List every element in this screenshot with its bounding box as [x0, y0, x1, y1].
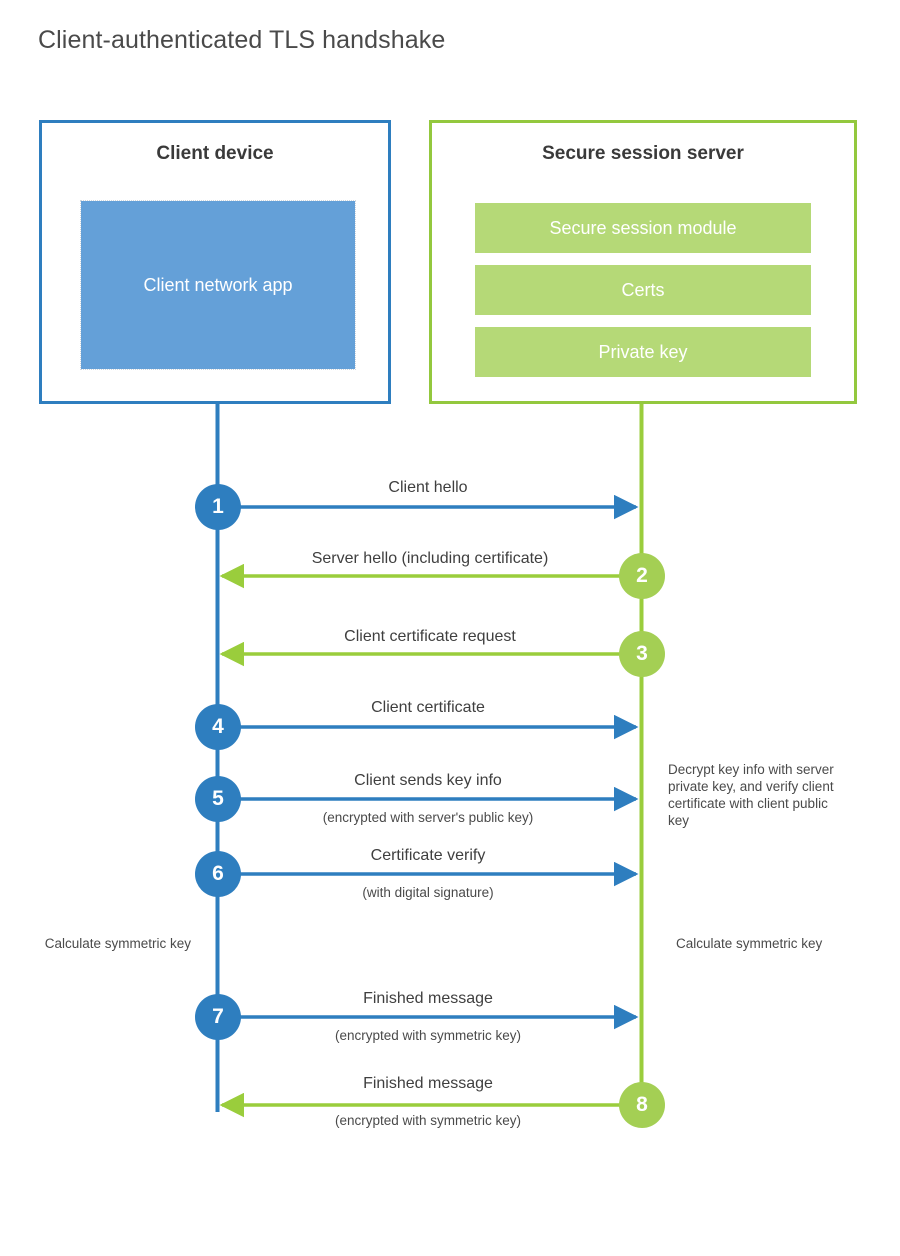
secure-session-server-title: Secure session server [542, 143, 744, 164]
note-decrypt-key-info: Decrypt key info with server private key… [668, 762, 834, 828]
step-number-7: 7 [212, 1005, 224, 1028]
server-component-secure-session-module: Secure session module [475, 203, 811, 253]
step-marker-1[interactable]: 1 [195, 484, 241, 530]
step-marker-6[interactable]: 6 [195, 851, 241, 897]
note-calculate-symmetric-key-client: Calculate symmetric key [44, 936, 191, 951]
message-sublabel-8: (encrypted with symmetric key) [334, 1113, 522, 1128]
server-component-certs: Certs [475, 265, 811, 315]
message-label-8: Finished message [363, 1075, 493, 1092]
step-marker-5[interactable]: 5 [195, 776, 241, 822]
step-number-6: 6 [212, 862, 224, 885]
message-label-6: Certificate verify [370, 847, 486, 864]
step-marker-7[interactable]: 7 [195, 994, 241, 1040]
message-label-4: Client certificate [371, 699, 485, 716]
secure-session-server-box: Secure session server Secure session mod… [429, 120, 857, 404]
step-number-4: 4 [212, 715, 224, 738]
step-number-2: 2 [636, 564, 648, 587]
note-calculate-symmetric-key-server: Calculate symmetric key [676, 936, 823, 951]
step-number-5: 5 [212, 787, 224, 810]
message-sublabel-5: (encrypted with server's public key) [322, 810, 534, 825]
message-sublabel-7: (encrypted with symmetric key) [334, 1028, 522, 1043]
step-number-8: 8 [636, 1093, 648, 1116]
server-component-private-key: Private key [475, 327, 811, 377]
message-label-3: Client certificate request [344, 628, 516, 645]
client-device-box: Client device Client network app [39, 120, 391, 404]
message-sublabel-6: (with digital signature) [362, 885, 494, 900]
step-marker-4[interactable]: 4 [195, 704, 241, 750]
step-marker-3[interactable]: 3 [619, 631, 665, 677]
step-marker-2[interactable]: 2 [619, 553, 665, 599]
message-label-2: Server hello (including certificate) [311, 550, 549, 567]
step-number-3: 3 [636, 642, 648, 665]
message-label-1: Client hello [388, 479, 468, 496]
message-label-5: Client sends key info [354, 772, 502, 789]
step-marker-8[interactable]: 8 [619, 1082, 665, 1128]
client-device-title: Client device [156, 143, 274, 164]
page-title: Client-authenticated TLS handshake [38, 26, 446, 54]
step-number-1: 1 [212, 495, 224, 518]
message-label-7: Finished message [363, 990, 493, 1007]
client-network-app-block: Client network app [80, 200, 356, 370]
